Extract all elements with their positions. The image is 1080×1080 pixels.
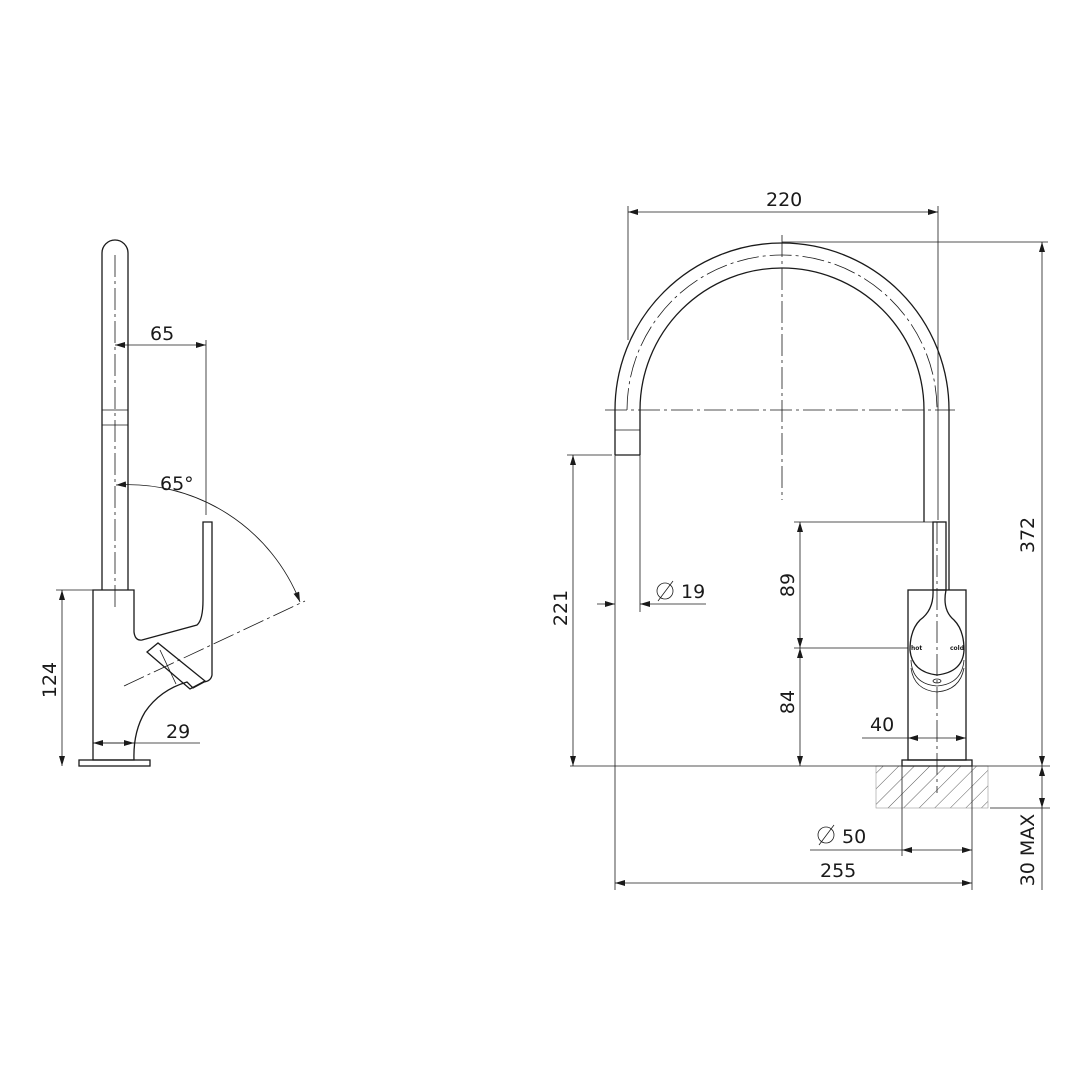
dim-front-89: 89 — [777, 573, 799, 597]
handle-label-cold: cold — [950, 645, 964, 652]
side-body — [92, 521, 213, 761]
diameter-icon — [656, 580, 674, 602]
side-spout-tube — [101, 239, 129, 590]
side-lever-joint — [145, 642, 207, 690]
dim-front-40: 40 — [870, 714, 894, 736]
dim-front-30max: 30 MAX — [1017, 814, 1039, 887]
front-upper-tube — [932, 521, 947, 591]
side-base-plate — [78, 759, 151, 767]
dim-front-372: 372 — [1017, 517, 1039, 553]
dim-front-50: 50 — [842, 826, 866, 848]
handle-label-hot: hot — [911, 645, 922, 652]
dim-front-220: 220 — [766, 189, 802, 211]
dim-front-255: 255 — [820, 860, 856, 882]
dim-front-19: 19 — [681, 581, 705, 603]
side-view: 65 65° 124 29 — [39, 239, 306, 767]
dim-side-29: 29 — [166, 721, 190, 743]
dim-side-65: 65 — [150, 323, 174, 345]
front-view: hot cold 220 372 30 MAX 221 19 — [550, 189, 1050, 890]
dim-front-221: 221 — [550, 590, 572, 626]
dim-side-124: 124 — [39, 662, 61, 698]
dim-side-angle: 65° — [160, 473, 194, 495]
dim-front-84: 84 — [777, 690, 799, 714]
bench-section-hatch — [875, 765, 989, 809]
diameter-icon — [817, 824, 835, 846]
